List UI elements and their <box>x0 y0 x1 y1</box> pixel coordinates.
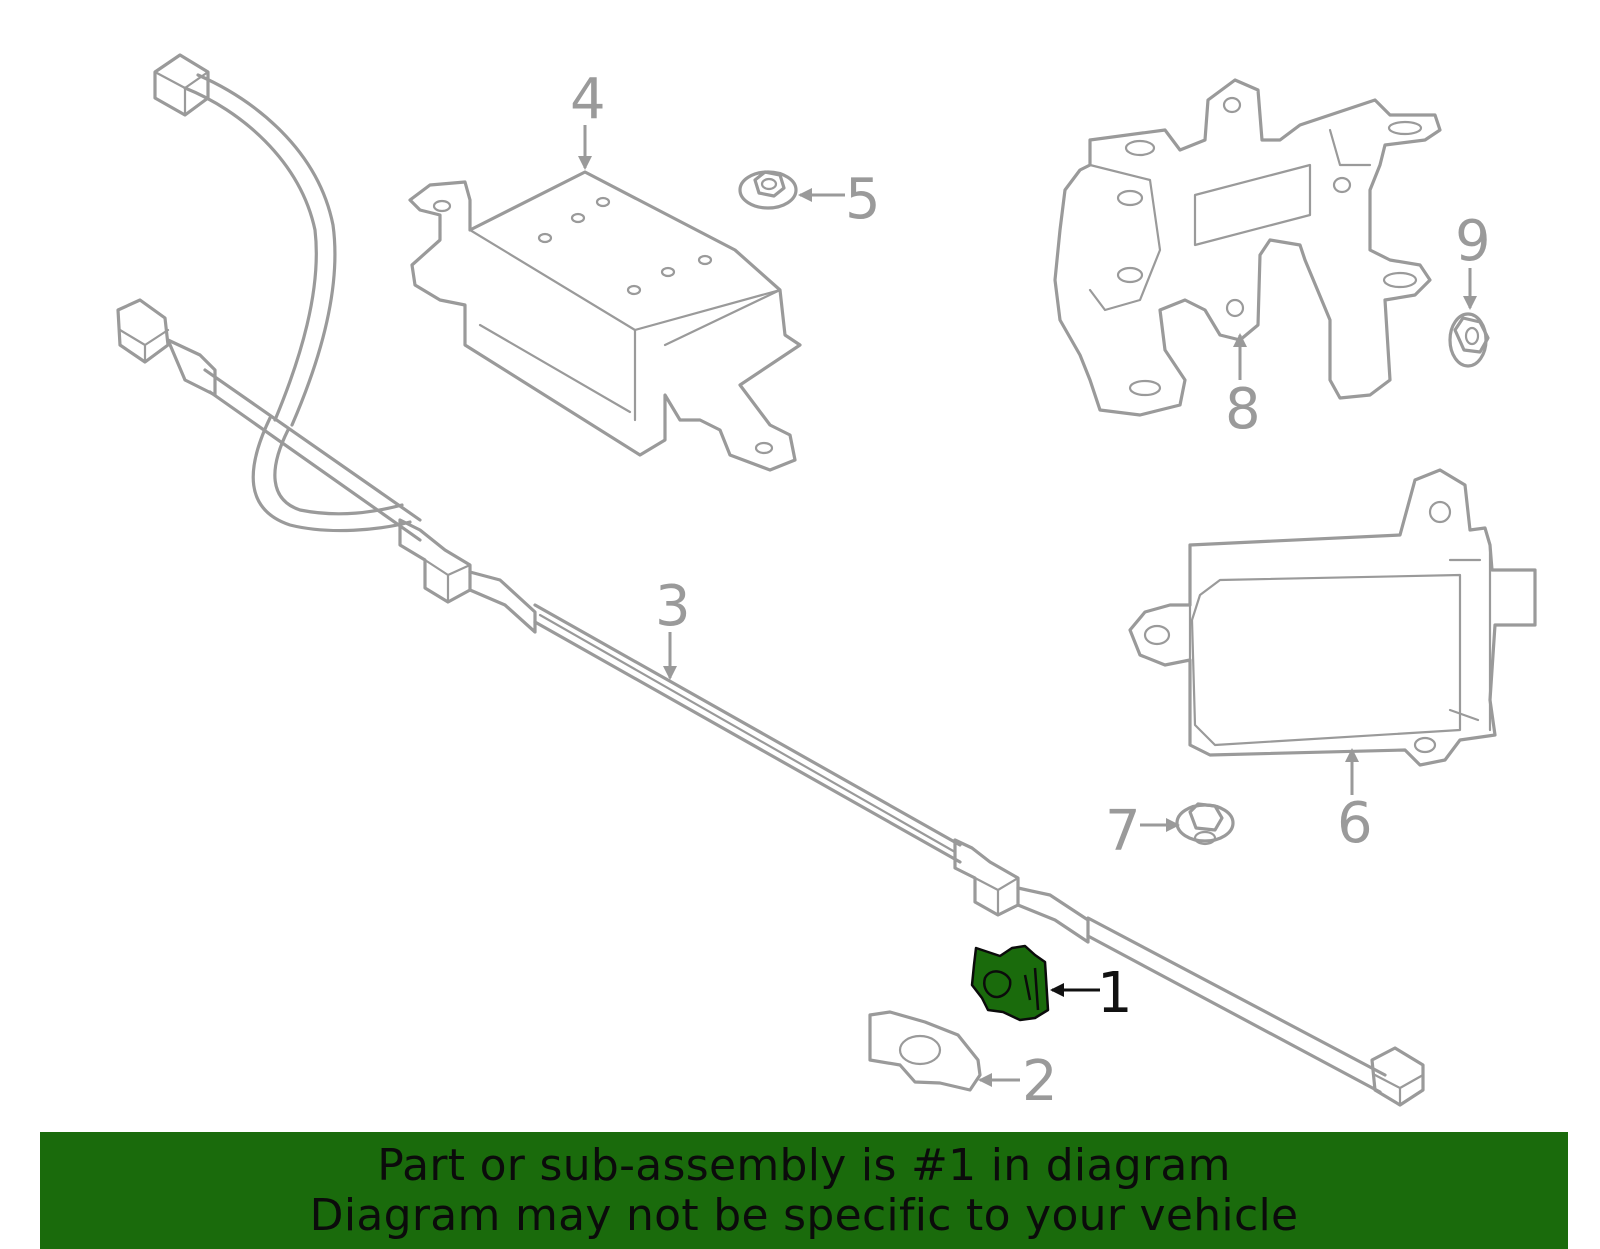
callout-1-label: 1 <box>1097 961 1133 1026</box>
banner-line-1: Part or sub-assembly is #1 in diagram <box>377 1139 1231 1191</box>
bracket-part-8[interactable] <box>1053 78 1442 417</box>
callout-3-label: 3 <box>655 574 691 639</box>
nut-part-7[interactable] <box>1175 802 1235 846</box>
callout-9-label: 9 <box>1455 209 1491 274</box>
parking-sensor-part-1[interactable] <box>970 944 1050 1022</box>
control-module-part-4[interactable] <box>408 170 802 472</box>
callout-4: 4 <box>570 67 606 170</box>
callout-4-label: 4 <box>570 67 606 132</box>
banner-line-2: Diagram may not be specific to your vehi… <box>309 1189 1299 1241</box>
bracket-plate-part-2[interactable] <box>868 1010 982 1092</box>
nut-part-5[interactable] <box>738 170 798 210</box>
diagram-note-banner: Part or sub-assembly is #1 in diagram Di… <box>40 1132 1568 1249</box>
callout-7: 7 <box>1105 799 1180 864</box>
nut-part-9[interactable] <box>1448 312 1490 368</box>
callout-8-label: 8 <box>1225 377 1261 442</box>
callout-7-label: 7 <box>1105 799 1141 864</box>
wiring-harness-part-3[interactable] <box>116 53 1425 1107</box>
callout-6: 6 <box>1337 748 1373 856</box>
callout-5: 5 <box>798 167 881 232</box>
callout-9: 9 <box>1455 209 1491 310</box>
callout-1: 1 <box>1050 961 1133 1026</box>
callout-2: 2 <box>978 1049 1058 1114</box>
callout-3: 3 <box>655 574 691 680</box>
callout-5-label: 5 <box>845 167 881 232</box>
callout-8: 8 <box>1225 333 1261 442</box>
callout-6-label: 6 <box>1337 791 1373 856</box>
radar-module-part-6[interactable] <box>1128 468 1537 767</box>
callout-2-label: 2 <box>1022 1049 1058 1114</box>
